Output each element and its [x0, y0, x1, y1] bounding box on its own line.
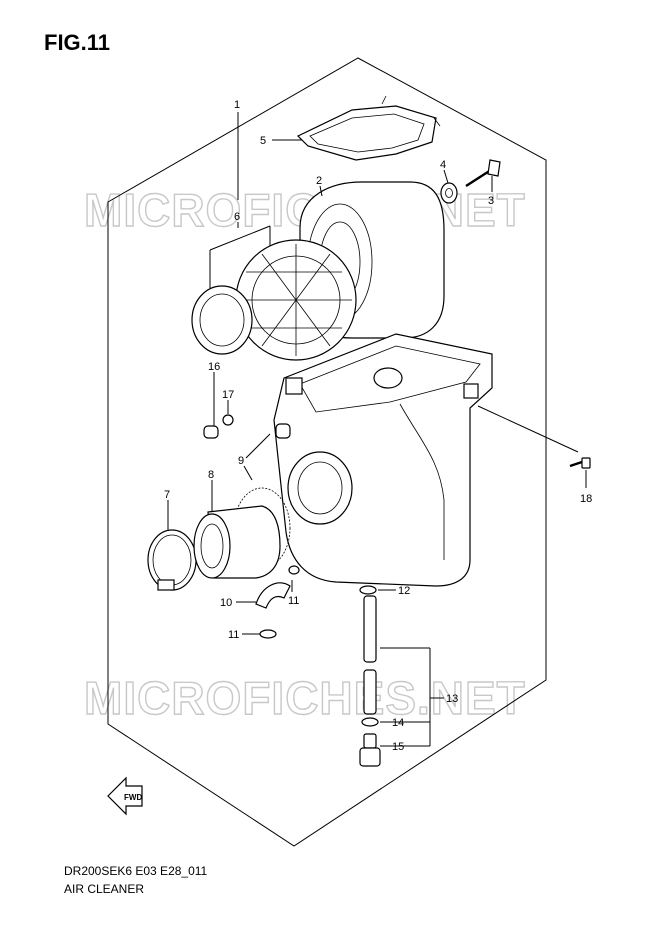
callout-10: 10 [220, 597, 232, 609]
part-pin-16 [203, 425, 219, 439]
figure-title: FIG.11 [44, 30, 111, 55]
callout-13: 13 [446, 693, 458, 705]
part-clip-14 [361, 717, 379, 727]
part-bolt-18 [569, 457, 591, 469]
callout-8: 8 [208, 469, 214, 481]
callout-2: 2 [316, 175, 322, 187]
diagram-code: DR200SEK6 E03 E28_011 [64, 864, 208, 878]
part-clip-11-a [288, 565, 300, 575]
part-stud [275, 423, 291, 439]
callout-15: 15 [392, 741, 404, 753]
callout-12: 12 [398, 585, 410, 597]
assembly-boundary [107, 57, 547, 847]
callout-11-lower: 11 [228, 629, 239, 641]
callout-7: 7 [164, 489, 170, 501]
callout-14: 14 [392, 717, 404, 729]
callout-17: 17 [222, 389, 234, 401]
part-drain-hose [255, 582, 291, 609]
callout-1: 1 [234, 99, 240, 111]
part-screw-3 [465, 159, 501, 188]
part-filter-cage [191, 239, 357, 361]
part-clip-12 [359, 585, 377, 595]
callout-numbers: 1 5 2 3 4 6 7 8 9 10 11 11 12 13 14 15 1… [164, 99, 592, 753]
part-clip-11-b [259, 629, 277, 639]
callout-9: 9 [238, 455, 244, 467]
part-cover-plate [296, 95, 441, 161]
part-drain-tube [363, 595, 377, 715]
part-grommet [440, 182, 458, 204]
part-drain-plug [359, 733, 381, 767]
callout-2-leader-5: 5 [260, 135, 266, 147]
diagram-name: AIR CLEANER [64, 882, 145, 896]
fwd-label: FWD [124, 793, 142, 802]
leader-lines [167, 112, 587, 747]
callout-6: 6 [234, 211, 240, 223]
part-intake-boot [193, 505, 281, 579]
part-air-cleaner-box [273, 333, 493, 587]
callout-3: 3 [488, 195, 494, 207]
part-clip-17 [222, 414, 234, 426]
part-clamp [147, 529, 197, 591]
fwd-arrow-icon: FWD [107, 776, 143, 816]
watermark-lower: MICROFICHES.NET [84, 672, 526, 724]
callout-18: 18 [580, 493, 592, 505]
callout-16: 16 [208, 361, 220, 373]
callout-11-upper: 11 [288, 595, 299, 607]
callout-4: 4 [440, 159, 446, 171]
